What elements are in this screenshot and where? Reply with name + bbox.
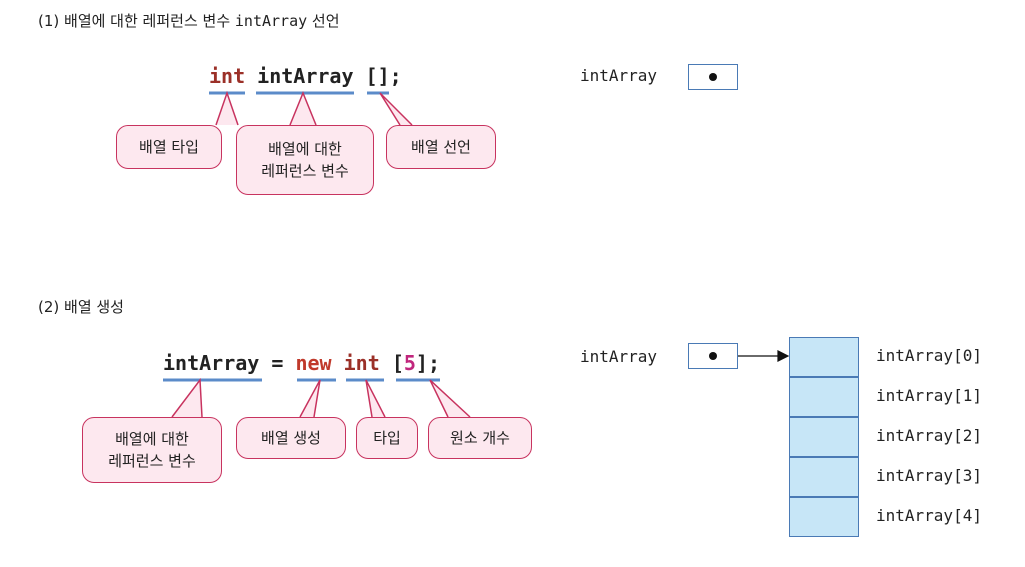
code-int-keyword: int bbox=[209, 64, 246, 88]
reference-box-1 bbox=[688, 64, 738, 90]
ref-label-2: intArray bbox=[580, 347, 658, 366]
code-int-keyword-2: int bbox=[343, 351, 380, 375]
array-cell-1 bbox=[789, 377, 859, 417]
pointer-array-create bbox=[299, 379, 321, 418]
code-line-creation: intArray = new int [5]; bbox=[163, 351, 440, 375]
code-var-name: intArray bbox=[257, 64, 354, 88]
pointer-ref-var bbox=[289, 91, 317, 126]
pointer-type bbox=[365, 379, 386, 418]
ref-label-1: intArray bbox=[580, 66, 658, 85]
null-reference-dot bbox=[709, 73, 717, 81]
cell-label-3: intArray[3] bbox=[876, 466, 982, 485]
cell-label-0: intArray[0] bbox=[876, 346, 982, 365]
cell-label-1: intArray[1] bbox=[876, 386, 982, 405]
callout-reference-variable-2: 배열에 대한 레퍼런스 변수 bbox=[82, 417, 222, 483]
pointer-array-type bbox=[215, 90, 239, 126]
pointer-array-decl bbox=[379, 92, 413, 126]
code-brackets: []; bbox=[365, 64, 402, 88]
code-open-bracket: [ bbox=[391, 351, 404, 375]
callout-element-count: 원소 개수 bbox=[428, 417, 532, 459]
cell-label-2: intArray[2] bbox=[876, 426, 982, 445]
reference-dot bbox=[709, 352, 717, 360]
code-size-number: 5 bbox=[403, 351, 416, 375]
array-cell-0 bbox=[789, 337, 859, 377]
code-new-keyword: new bbox=[295, 351, 332, 375]
pointer-elem-count bbox=[429, 379, 471, 418]
code-line-declaration: int intArray []; bbox=[209, 64, 402, 88]
callout-reference-variable: 배열에 대한 레퍼런스 변수 bbox=[236, 125, 374, 195]
callout-type: 타입 bbox=[356, 417, 418, 459]
cell-label-4: intArray[4] bbox=[876, 506, 982, 525]
array-cell-3 bbox=[789, 457, 859, 497]
reference-box-2 bbox=[688, 343, 738, 369]
code-assign: = bbox=[271, 351, 284, 375]
section2-heading: (2) 배열 생성 bbox=[38, 298, 124, 316]
section1-heading: (1) 배열에 대한 레퍼런스 변수 intArray 선언 bbox=[38, 12, 340, 30]
array-cell-4 bbox=[789, 497, 859, 537]
code-var-name-2: intArray bbox=[163, 351, 260, 375]
callout-array-type: 배열 타입 bbox=[116, 125, 222, 169]
pointer-ref-var-2 bbox=[171, 377, 203, 418]
code-close-bracket: ]; bbox=[415, 351, 440, 375]
array-cell-2 bbox=[789, 417, 859, 457]
callout-array-creation: 배열 생성 bbox=[236, 417, 346, 459]
callout-array-declaration: 배열 선언 bbox=[386, 125, 496, 169]
